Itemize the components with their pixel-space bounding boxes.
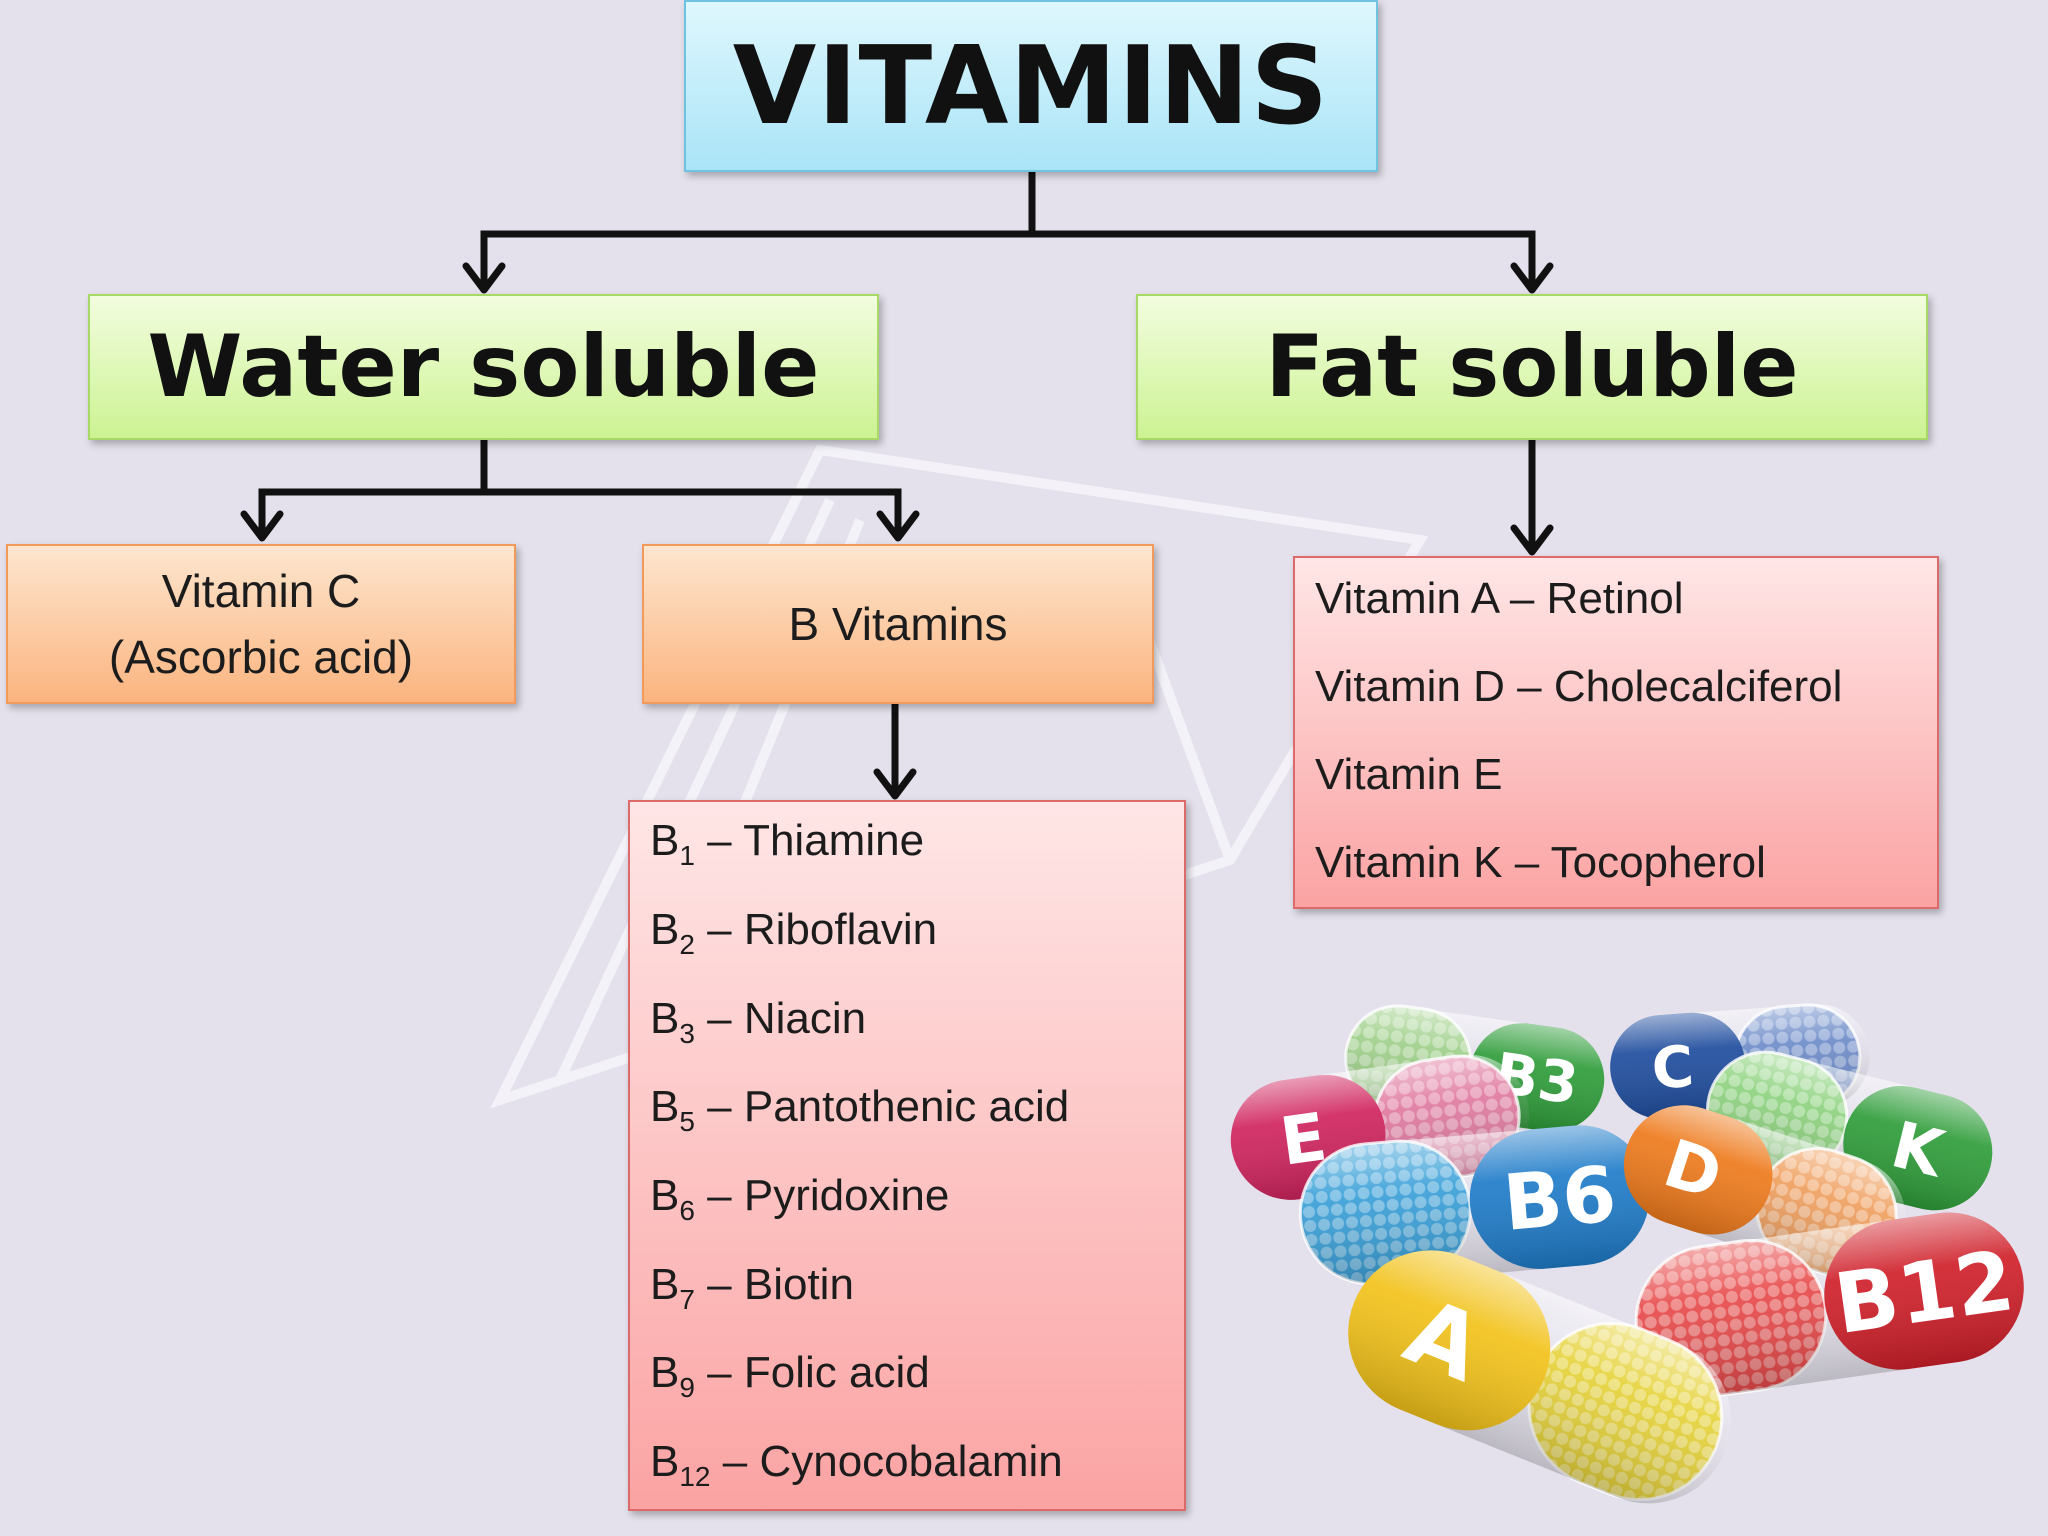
b-letter: B: [650, 816, 680, 865]
capsule-a: A: [1348, 1250, 1732, 1504]
b-vitamin-item: B3 – Niacin: [650, 994, 866, 1050]
b-letter: B: [650, 1082, 680, 1131]
b-subscript: 5: [679, 1106, 695, 1137]
root-node-vitamins: VITAMINS: [684, 0, 1378, 172]
capsule-letter: B6: [1500, 1150, 1620, 1248]
b-name: – Folic acid: [707, 1348, 930, 1397]
b-vitamin-item: B6 – Pyridoxine: [650, 1171, 949, 1227]
node-water-soluble: Water soluble: [88, 294, 879, 440]
b-name: – Riboflavin: [707, 905, 938, 954]
b-subscript: 12: [679, 1461, 711, 1492]
b-name: – Pyridoxine: [707, 1171, 950, 1220]
b-subscript: 7: [679, 1284, 695, 1315]
b-vitamins-label: B Vitamins: [788, 598, 1008, 650]
fat-vitamin-d: Vitamin D – Cholecalciferol: [1315, 662, 1843, 711]
b-vitamin-item: B9 – Folic acid: [650, 1348, 930, 1404]
capsule-b12: B12: [1634, 1212, 2024, 1398]
water-soluble-label: Water soluble: [147, 317, 820, 417]
b-letter: B: [650, 994, 680, 1043]
b-vitamin-item: B7 – Biotin: [650, 1260, 854, 1316]
node-vitamin-c: Vitamin C (Ascorbic acid): [6, 544, 516, 704]
capsule-b6: B6: [1298, 1125, 1650, 1286]
b-name: – Cynocobalamin: [722, 1437, 1063, 1486]
root-label: VITAMINS: [732, 23, 1330, 149]
node-b-vitamins: B Vitamins: [642, 544, 1154, 704]
fat-vitamin-e: Vitamin E: [1315, 750, 1503, 799]
b-vitamin-item: B1 – Thiamine: [650, 816, 924, 872]
fat-soluble-list: Vitamin A – Retinol Vitamin D – Cholecal…: [1293, 556, 1939, 909]
b-name: – Pantothenic acid: [707, 1082, 1070, 1131]
b-subscript: 6: [679, 1195, 695, 1226]
b-name: – Thiamine: [707, 816, 925, 865]
capsule-letter: C: [1650, 1034, 1696, 1103]
b-vitamin-item: B12 – Cynocobalamin: [650, 1437, 1063, 1493]
b-vitamin-item: B5 – Pantothenic acid: [650, 1082, 1069, 1138]
fat-vitamin-a: Vitamin A – Retinol: [1315, 574, 1684, 623]
b-vitamins-list: B1 – Thiamine B2 – Riboflavin B3 – Niaci…: [628, 800, 1186, 1511]
b-name: – Biotin: [707, 1260, 854, 1309]
fat-soluble-label: Fat soluble: [1265, 317, 1799, 417]
b-letter: B: [650, 1437, 680, 1486]
fat-vitamin-k: Vitamin K – Tocopherol: [1315, 838, 1766, 887]
vitamin-c-name: Vitamin C: [161, 565, 361, 617]
b-letter: B: [650, 1348, 680, 1397]
b-letter: B: [650, 1171, 680, 1220]
b-subscript: 1: [679, 840, 695, 871]
b-letter: B: [650, 1260, 680, 1309]
b-name: – Niacin: [707, 994, 867, 1043]
b-subscript: 9: [679, 1372, 695, 1403]
b-subscript: 2: [679, 929, 695, 960]
b-vitamin-item: B2 – Riboflavin: [650, 905, 937, 961]
b-subscript: 3: [679, 1018, 695, 1049]
b-letter: B: [650, 905, 680, 954]
vitamin-c-chemical: (Ascorbic acid): [108, 631, 414, 683]
node-fat-soluble: Fat soluble: [1136, 294, 1928, 440]
